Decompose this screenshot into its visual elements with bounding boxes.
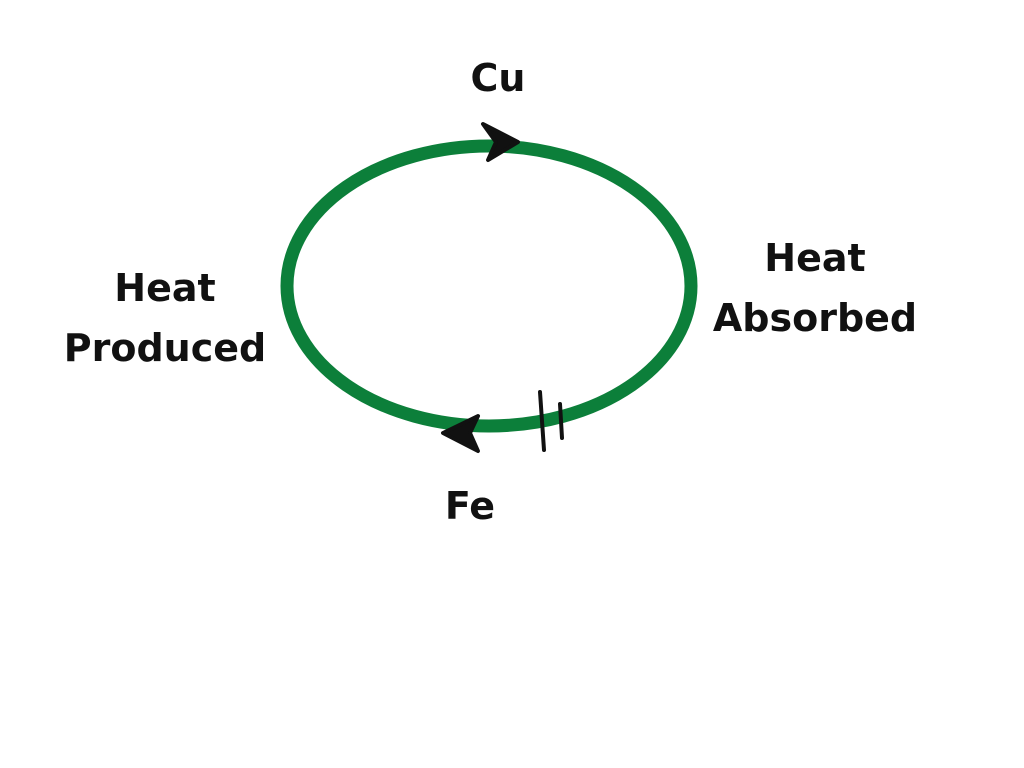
label-heat-absorbed-line2: Absorbed bbox=[712, 296, 918, 340]
label-heat-produced-line1: Heat bbox=[114, 266, 216, 310]
label-fe-text: Fe bbox=[444, 484, 496, 528]
label-heat-absorbed-line1: Heat bbox=[764, 236, 866, 280]
label-fe: Fe bbox=[420, 476, 520, 536]
circuit-loop bbox=[280, 139, 698, 433]
label-cu-text: Cu bbox=[470, 56, 526, 100]
label-cu: Cu bbox=[448, 48, 548, 108]
label-heat-absorbed: Heat Absorbed bbox=[700, 228, 930, 348]
label-heat-produced-line2: Produced bbox=[63, 326, 267, 370]
label-heat-produced: Heat Produced bbox=[55, 258, 275, 378]
arrow-left-icon bbox=[441, 414, 480, 453]
arrow-right-icon bbox=[481, 122, 520, 162]
cell-symbol-icon bbox=[538, 390, 564, 452]
